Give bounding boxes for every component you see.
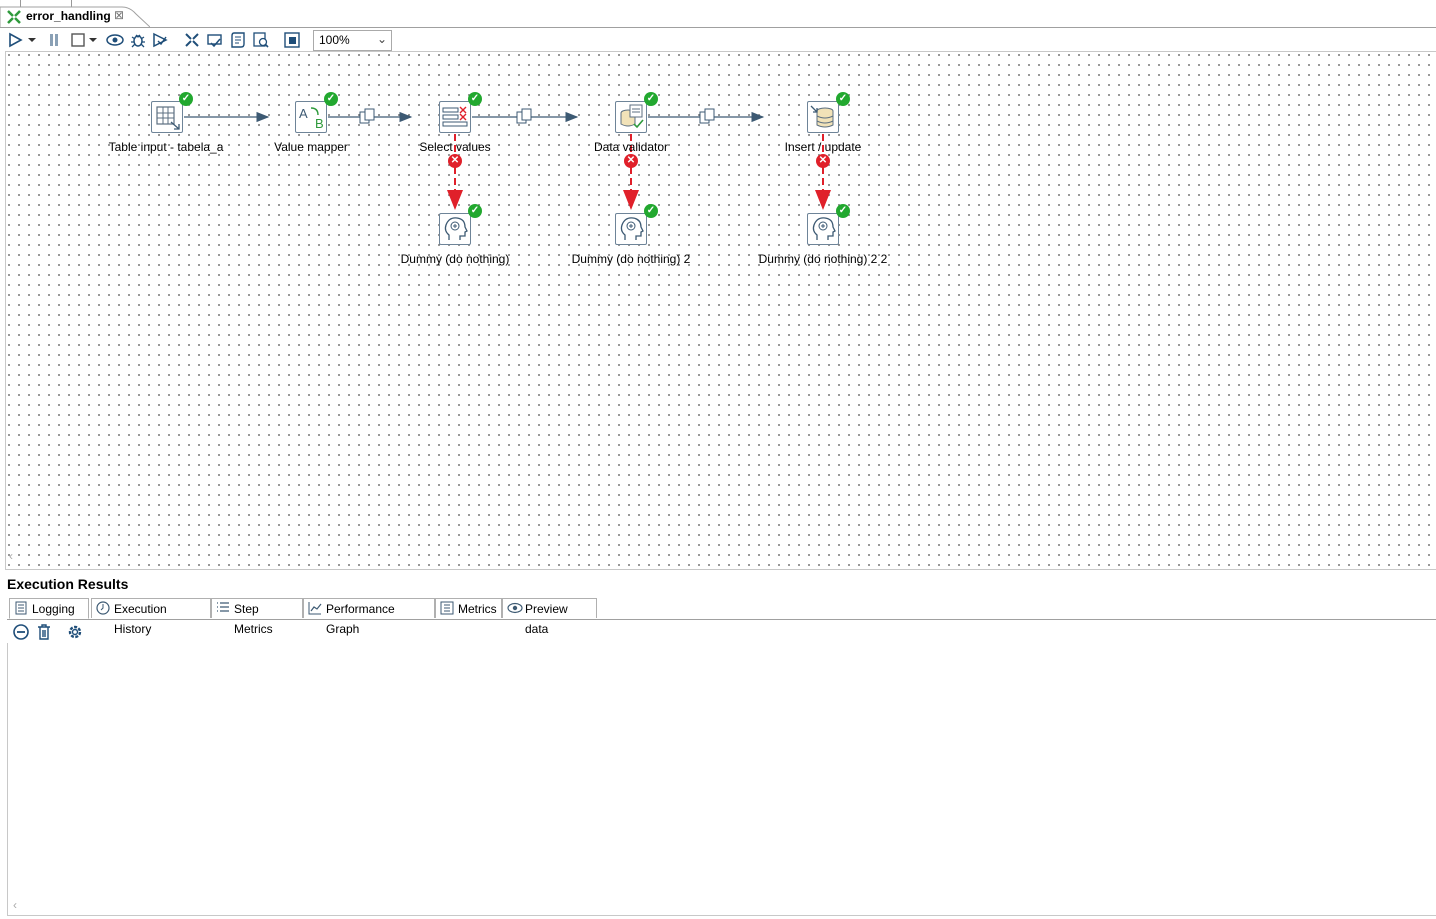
step-label: Select values (419, 140, 491, 154)
tab-metrics[interactable]: Metrics (435, 598, 502, 618)
logging-icon (14, 601, 28, 615)
run-icon[interactable] (6, 31, 24, 49)
step-label: Value mapper (274, 140, 348, 154)
zoom-select[interactable]: 100% ⌄ (313, 30, 392, 51)
debug-icon[interactable] (129, 31, 147, 49)
dummy-head-icon (620, 217, 644, 240)
error-hop-icon: ✕ (448, 154, 462, 168)
svg-text:B: B (315, 116, 324, 131)
toolbar: 100% ⌄ (0, 28, 1436, 52)
chevron-down-icon: ⌄ (376, 32, 387, 46)
scroll-left-icon[interactable]: ‹ (13, 898, 17, 912)
close-icon[interactable]: ⊠ (114, 8, 125, 22)
value-mapper-icon: AB (299, 106, 324, 131)
step-label: Dummy (do nothing) (400, 252, 510, 266)
hop-layer (184, 108, 831, 210)
success-status-icon: ✓ (468, 204, 482, 218)
tab-execution-history[interactable]: Execution History (91, 598, 211, 636)
tab-label: Performance Graph (326, 602, 395, 636)
copy-rows-icon (359, 108, 375, 124)
logging-toolbar (10, 622, 100, 642)
execution-tabs: Logging Execution History Step Metrics P… (7, 598, 1436, 636)
tab-label: Logging (32, 602, 75, 616)
step-insert-update[interactable] (807, 101, 839, 133)
history-icon (96, 601, 110, 615)
insert-update-icon (810, 105, 834, 128)
success-status-icon: ✓ (324, 92, 338, 106)
tab-logging[interactable]: Logging (9, 598, 89, 619)
execution-results-title: Execution Results (7, 576, 129, 592)
step-label: Data validator (593, 140, 669, 154)
zoom-value: 100% (319, 33, 350, 47)
preview-icon[interactable] (106, 31, 124, 49)
tab-label: Execution History (114, 602, 167, 636)
step-label: Dummy (do nothing) 2 2 (758, 252, 888, 266)
step-label: Insert / update (784, 140, 862, 154)
success-status-icon: ✓ (468, 92, 482, 106)
step-metrics-icon (216, 601, 230, 615)
success-status-icon: ✓ (836, 204, 850, 218)
copy-rows-icon (699, 108, 715, 124)
metrics-icon (440, 601, 454, 615)
scroll-left-icon[interactable]: ‹ (9, 549, 13, 563)
tab-label: Preview data (525, 602, 568, 636)
step-dummy[interactable] (439, 213, 471, 245)
success-status-icon: ✓ (644, 92, 658, 106)
success-status-icon: ✓ (644, 204, 658, 218)
error-hop-icon: ✕ (624, 154, 638, 168)
preview-icon (507, 601, 523, 615)
copy-rows-icon (516, 108, 532, 124)
tab-title: error_handling (26, 9, 111, 23)
impact-icon[interactable] (206, 31, 224, 49)
tab-label: Step Metrics (234, 602, 273, 636)
dummy-head-icon (812, 217, 836, 240)
replay-icon[interactable] (151, 31, 169, 49)
pause-icon[interactable] (45, 31, 63, 49)
success-status-icon: ✓ (836, 92, 850, 106)
tab-label: Metrics (458, 602, 497, 616)
step-dummy-2-2[interactable] (807, 213, 839, 245)
stop-options-icon[interactable] (88, 31, 98, 49)
stop-logging-icon[interactable] (12, 623, 30, 644)
gear-icon[interactable] (66, 623, 84, 644)
step-select-values[interactable] (439, 101, 471, 133)
sql-icon[interactable] (229, 31, 247, 49)
step-dummy-2[interactable] (615, 213, 647, 245)
tab-error-handling[interactable]: error_handling ⊠ (0, 6, 150, 28)
error-hop-icon: ✕ (816, 154, 830, 168)
step-label: Table input - tabela_a (108, 140, 224, 154)
explore-db-icon[interactable] (252, 31, 270, 49)
stop-icon[interactable] (69, 31, 87, 49)
dummy-head-icon (444, 217, 468, 240)
document-tab-strip: error_handling ⊠ (0, 6, 1436, 28)
step-table-input[interactable] (151, 101, 183, 133)
tab-preview-data[interactable]: Preview data (502, 598, 597, 636)
logging-output-area[interactable] (7, 643, 1436, 916)
show-results-icon[interactable] (283, 31, 301, 49)
tab-performance-graph[interactable]: Performance Graph (303, 598, 435, 636)
table-input-icon (156, 106, 180, 130)
run-options-icon[interactable] (27, 31, 37, 49)
svg-text:A: A (299, 106, 308, 121)
trash-icon[interactable] (36, 623, 52, 644)
graph-icon (308, 601, 322, 615)
transformation-canvas[interactable] (5, 51, 1436, 570)
verify-icon[interactable] (183, 31, 201, 49)
success-status-icon: ✓ (179, 92, 193, 106)
data-validator-icon (620, 104, 644, 129)
select-values-icon (442, 106, 468, 127)
tab-step-metrics[interactable]: Step Metrics (211, 598, 303, 636)
step-data-validator[interactable] (615, 101, 647, 133)
step-label: Dummy (do nothing) 2 (571, 252, 691, 266)
